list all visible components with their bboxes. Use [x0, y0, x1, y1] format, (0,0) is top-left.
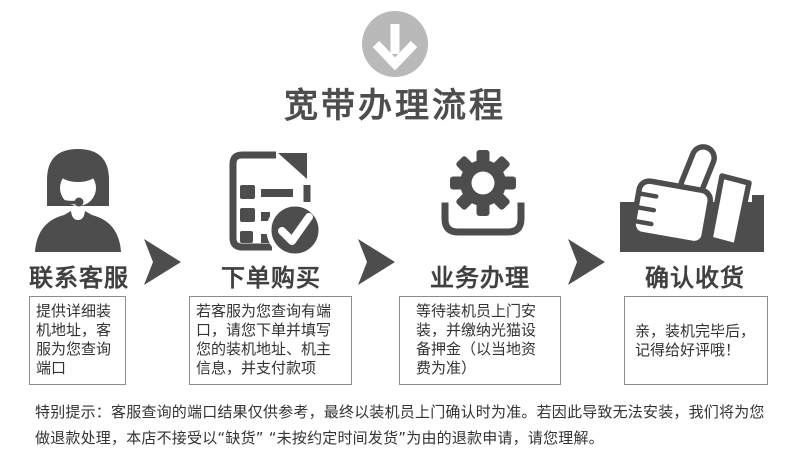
special-note: 特别提示：客服查询的端口结果仅供参考，最终以装机员上门确认时为准。若因此导致无法…: [35, 399, 783, 451]
step-label-confirm-receipt: 确认收货: [645, 264, 745, 292]
special-note-line2: 做退款处理，本店不接受以“缺货” “未按约定时间发货”为由的退款申请，请您理解。: [35, 429, 604, 447]
step-description-box: 提供详细装机地址，客服为您查询端口: [29, 296, 126, 385]
flow-arrow-icon: [144, 239, 181, 285]
flow-arrow-icon: [358, 239, 395, 285]
customer-service-icon: [35, 149, 121, 252]
page-title: 宽带办理流程: [284, 86, 506, 126]
step-description-box: 等待装机员上门安装，并缴纳光猫设备押金（以当地资费为准）: [399, 296, 561, 385]
thumbs-up-icon: [620, 144, 764, 252]
order-checklist-icon: [229, 151, 324, 259]
step-label-service-processing: 业务办理: [430, 264, 530, 292]
down-arrow-badge: [362, 11, 428, 77]
step-label-contact-service: 联系客服: [29, 264, 129, 292]
step-description-box: 亲，装机完毕后，记得给好评哦！: [624, 296, 768, 385]
step-description-box: 若客服为您查询有端口，请您下单并填写您的装机地址、机主信息，并支付款项: [189, 296, 352, 385]
flow-arrow-icon: [568, 239, 605, 285]
down-arrow-icon: [372, 24, 418, 71]
step-description-text: 亲，装机完毕后，记得给好评哦！: [635, 321, 756, 359]
special-note-line1: 特别提示：客服查询的端口结果仅供参考，最终以装机员上门确认时为准。若因此导致无法…: [35, 403, 765, 421]
step-label-place-order: 下单购买: [221, 264, 321, 292]
gear-tray-icon: [441, 150, 525, 236]
